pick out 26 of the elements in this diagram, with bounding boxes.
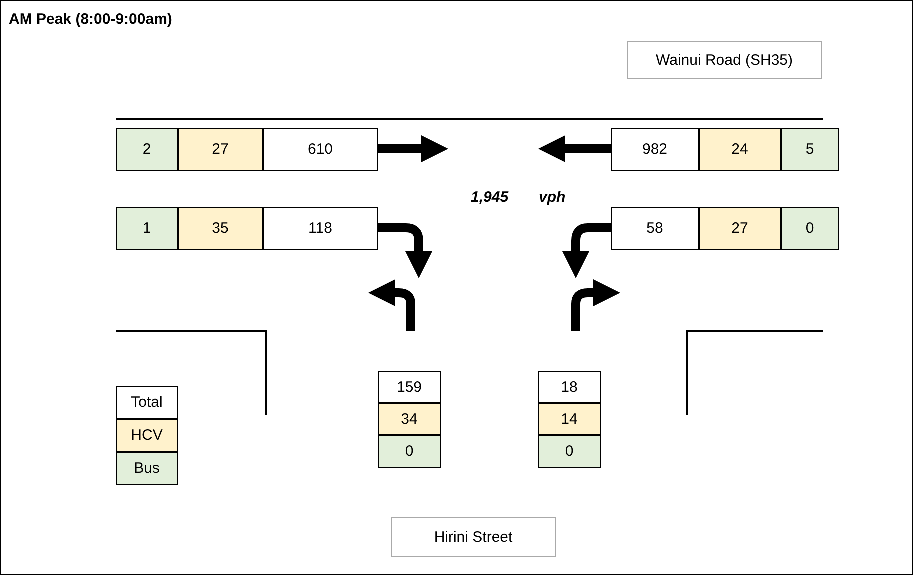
traffic-count: 118	[263, 207, 378, 250]
volume-total: 1,945	[471, 189, 509, 206]
traffic-count: 14	[538, 403, 601, 435]
traffic-count: 610	[263, 128, 378, 171]
traffic-count: 24	[699, 128, 781, 171]
legend-key: Total	[116, 386, 178, 419]
traffic-count: 0	[378, 435, 441, 468]
traffic-count: 27	[699, 207, 781, 250]
traffic-count: 0	[781, 207, 839, 250]
traffic-count: 2	[116, 128, 178, 171]
traffic-count: 34	[378, 403, 441, 435]
traffic-count: 982	[611, 128, 699, 171]
legend-key: Bus	[116, 452, 178, 485]
traffic-count: 5	[781, 128, 839, 171]
traffic-count: 27	[178, 128, 263, 171]
traffic-count: 58	[611, 207, 699, 250]
traffic-count: 0	[538, 435, 601, 468]
legend-key: HCV	[116, 419, 178, 452]
title-text: AM Peak (8:00-9:00am)	[9, 11, 172, 28]
traffic-count: 18	[538, 371, 601, 403]
traffic-count: 159	[378, 371, 441, 403]
traffic-count: 1	[116, 207, 178, 250]
volume-total: vph	[539, 189, 566, 206]
street-name-box: Hirini Street	[391, 517, 556, 557]
traffic-count: 35	[178, 207, 263, 250]
street-name-box: Wainui Road (SH35)	[627, 41, 822, 79]
